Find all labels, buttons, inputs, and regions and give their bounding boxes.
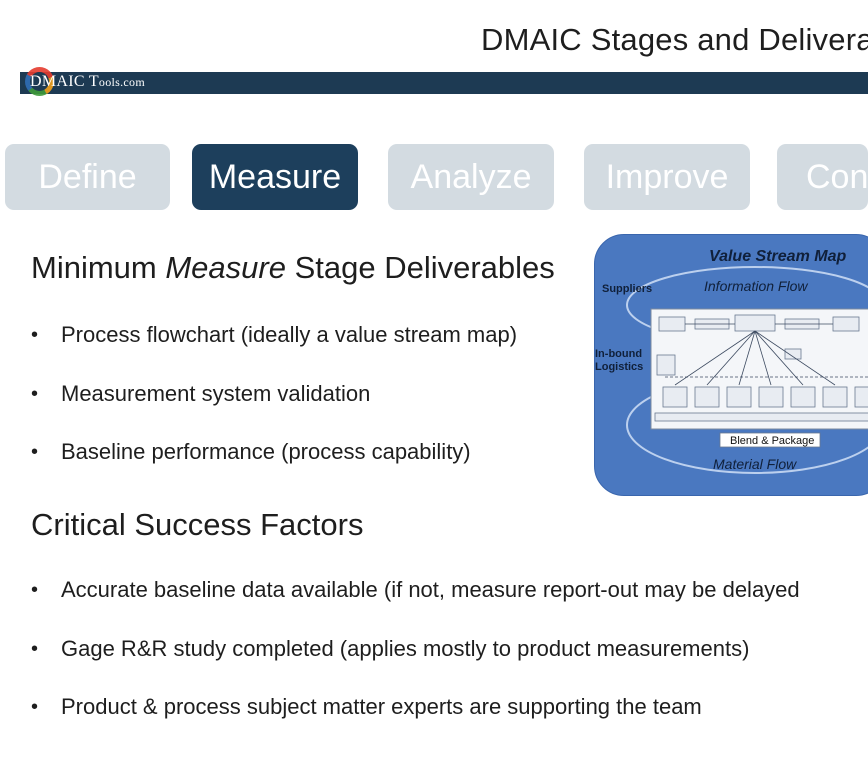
inbound-label-line1: In-bound [595, 348, 643, 360]
list-item-text: Measurement system validation [61, 381, 371, 406]
list-item-text: Accurate baseline data available (if not… [61, 577, 800, 602]
bullet-icon: • [31, 578, 39, 601]
heading-text-post: Stage Deliverables [285, 250, 555, 285]
material-flow-label: Material Flow [713, 456, 797, 472]
heading-text-emphasis: Measure [165, 250, 286, 285]
vsm-title: Value Stream Map [709, 248, 847, 265]
bullet-icon: • [31, 382, 39, 405]
blend-package-label: Blend & Package [730, 435, 815, 447]
value-stream-map-image: Value Stream Map Information Flow Suppli… [594, 234, 868, 496]
logo-text: DMAIC Tools.com [30, 73, 145, 91]
logo-main-text: DMAIC T [30, 73, 99, 90]
header-band [20, 72, 868, 94]
list-item-text: Process flowchart (ideally a value strea… [61, 322, 518, 347]
deliverables-heading: Minimum Measure Stage Deliverables [31, 250, 555, 286]
list-item-text: Baseline performance (process capability… [61, 439, 471, 464]
bullet-icon: • [31, 637, 39, 660]
list-item-text: Product & process subject matter experts… [61, 694, 702, 719]
list-item: • Accurate baseline data available (if no… [31, 577, 800, 603]
list-item-text: Gage R&R study completed (applies mostly… [61, 636, 750, 661]
tab-define[interactable]: Define [5, 144, 170, 210]
bullet-icon: • [31, 323, 39, 346]
list-item: • Process flowchart (ideally a value stre… [31, 322, 517, 348]
tab-analyze[interactable]: Analyze [388, 144, 554, 210]
bullet-icon: • [31, 440, 39, 463]
list-item: • Product & process subject matter expert… [31, 694, 702, 720]
bullet-icon: • [31, 695, 39, 718]
list-item: • Measurement system validation [31, 381, 370, 407]
logo: DMAIC Tools.com [22, 67, 145, 97]
inbound-label-line2: Logistics [595, 361, 644, 373]
heading-text-pre: Minimum [31, 250, 166, 285]
vsm-diagram [626, 266, 868, 474]
list-item: • Gage R&R study completed (applies mostl… [31, 636, 749, 662]
logo-ring-icon [25, 67, 54, 96]
flow-arrows [665, 323, 868, 386]
tab-improve[interactable]: Improve [584, 144, 750, 210]
blend-box [719, 432, 821, 448]
tab-measure[interactable]: Measure [192, 144, 358, 210]
information-flow-label: Information Flow [704, 278, 808, 294]
logo-domain-text: ools.com [98, 75, 145, 89]
tab-control[interactable]: Cont [777, 144, 868, 210]
page-title: DMAIC Stages and Delivera [481, 22, 868, 57]
success-factors-heading: Critical Success Factors [31, 507, 364, 542]
suppliers-label: Suppliers [602, 283, 653, 295]
stage-tabs: Define Measure Analyze Improve Cont [0, 144, 868, 210]
list-item: • Baseline performance (process capabilit… [31, 439, 471, 465]
